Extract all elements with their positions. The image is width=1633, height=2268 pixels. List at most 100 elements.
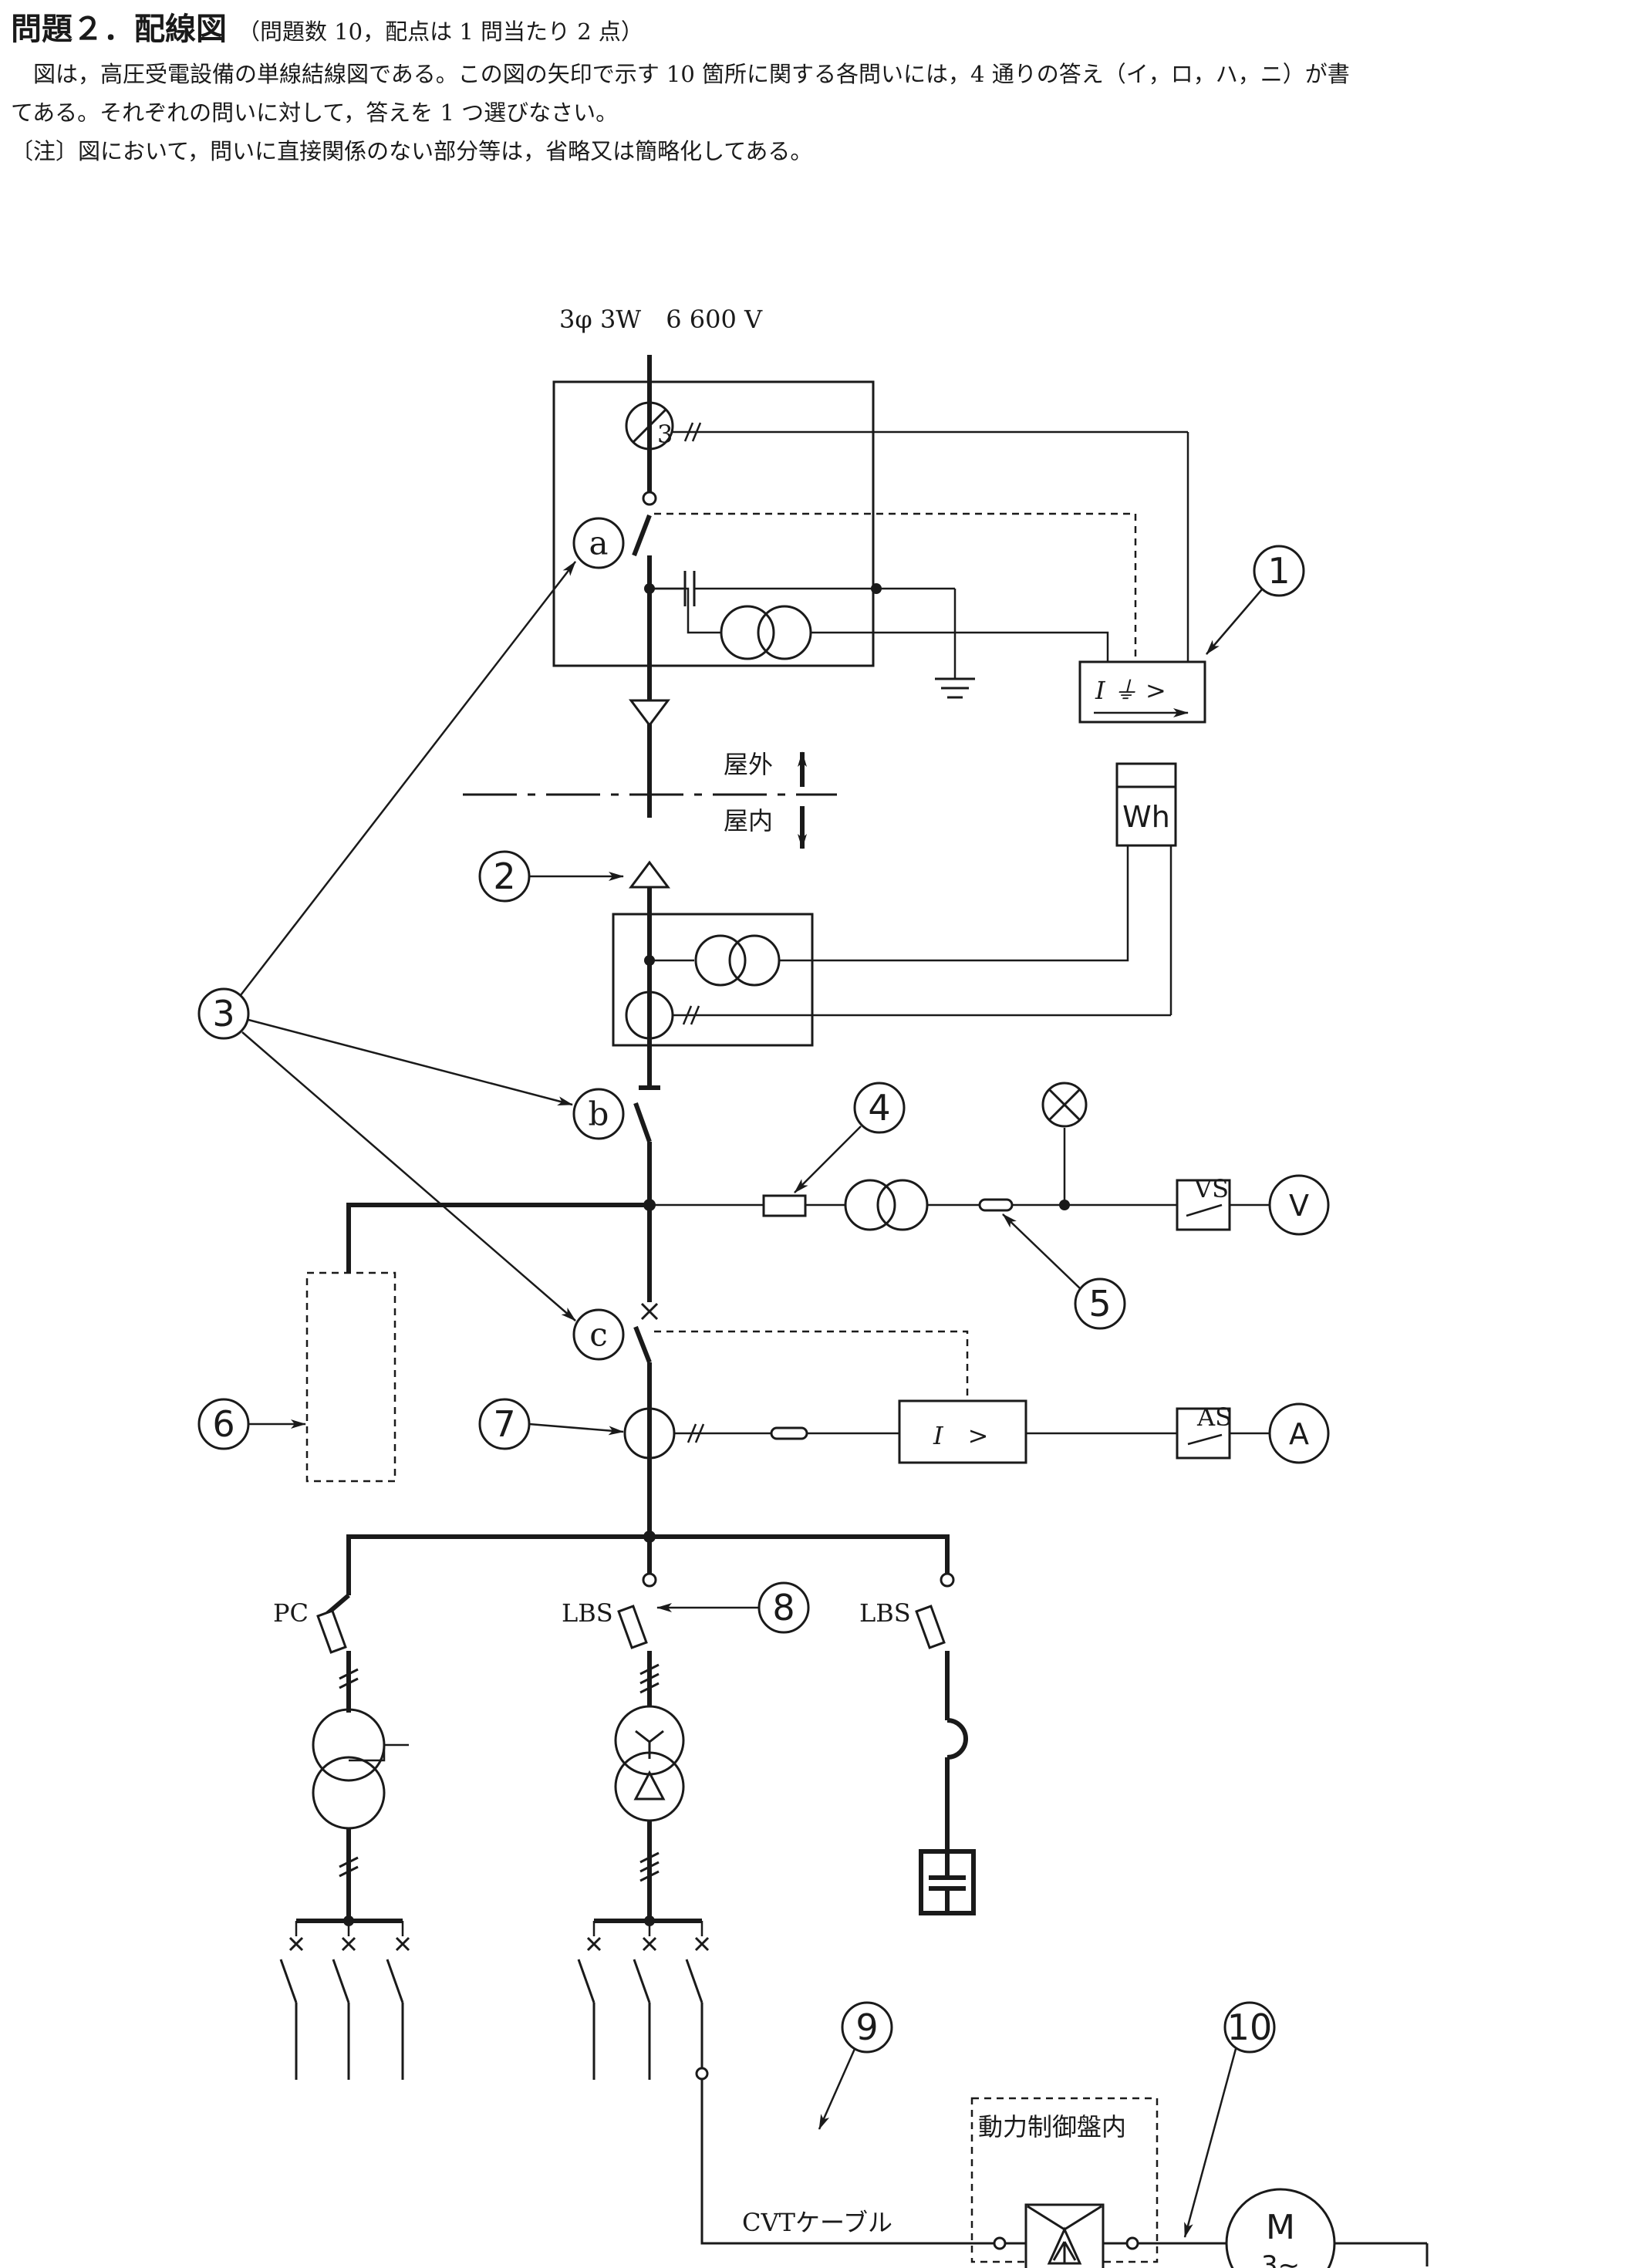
pas-switch-blade: [632, 514, 652, 557]
motor-sub-label: 3∼: [1261, 2250, 1300, 2268]
vs-switch-lever: [1186, 1203, 1223, 1217]
callout-9-arrow: [818, 2048, 856, 2130]
callout-4-circle: [853, 1082, 906, 1134]
lamp-x-2: [1048, 1088, 1081, 1122]
pc-tick-1: [339, 1668, 359, 1680]
ocr-label: I >: [933, 1421, 988, 1450]
letter-a: a: [589, 525, 608, 562]
letter-c-circle: [572, 1308, 625, 1361]
vt-lead-left: [649, 587, 721, 634]
question-title: 問題２．配線図: [11, 12, 227, 47]
vct-vt-coil-2: [728, 934, 781, 987]
pc-tick-2: [339, 1677, 359, 1689]
letter-c: c: [589, 1316, 608, 1354]
tr1-tick-1: [339, 1856, 359, 1868]
lbs2-fuse: [915, 1605, 946, 1649]
branch-lbs2-label: LBS: [859, 1598, 911, 1628]
tr2-coil-delta: [614, 1751, 685, 1822]
ct-tick-2: [694, 1423, 705, 1443]
instruction-line-1: 図は，高圧受電設備の単線結線図である。この図の矢印で示す 10 箇所に関する各問…: [11, 61, 1350, 87]
ct-tick-1: [687, 1423, 697, 1443]
motor-label: M: [1266, 2208, 1295, 2247]
callout-3-arrow-b: [248, 1018, 573, 1106]
callout-2: 2: [493, 856, 515, 897]
callout-8: 8: [772, 1587, 795, 1628]
letter-b: b: [589, 1095, 609, 1133]
lbs2-contact: [940, 1572, 955, 1588]
callout-3-arrow-c: [241, 1031, 576, 1321]
voltmeter: [1268, 1174, 1330, 1236]
pas-contact: [642, 491, 657, 506]
tr1-coil-2: [312, 1756, 386, 1830]
tr1-tick-2: [339, 1865, 359, 1878]
callout-9: 9: [855, 2006, 878, 2048]
callout-1-arrow: [1206, 589, 1263, 655]
vct-box: [612, 913, 814, 1047]
series-reactor: [946, 1718, 968, 1760]
tr2-wye-symbol: [635, 1730, 664, 1759]
callout-10-circle: [1223, 2001, 1276, 2054]
panel-terminal-out: [1125, 2236, 1139, 2250]
branch-pc-label: PC: [273, 1598, 309, 1628]
voltmeter-label: V: [1289, 1189, 1309, 1223]
zct-symbol: [625, 401, 674, 451]
tr1-breakers: [279, 1921, 410, 2080]
title-line: 問題２．配線図 （問題数 10，配点は 1 問当たり 2 点）: [11, 6, 1623, 55]
note-text: 〔注〕図において，問いに直接関係のない部分等は，省略又は簡略化してある。: [11, 138, 813, 164]
lamp-symbol: [1041, 1082, 1088, 1128]
ammeter: [1268, 1402, 1330, 1464]
lbs1-tick-2: [639, 1672, 660, 1685]
tr2-tick-2: [639, 1861, 660, 1873]
callout-4: 4: [868, 1087, 890, 1129]
supply-label: 3φ 3W 6 600 V: [559, 305, 763, 334]
ground-relay-label: I ⏚ >: [1095, 676, 1166, 705]
ocr-box: [898, 1399, 1027, 1464]
callout-3-circle: [197, 987, 250, 1040]
ds-blade: [633, 1102, 652, 1143]
callout-3-arrow-a: [240, 561, 576, 996]
callout-5: 5: [1088, 1283, 1111, 1325]
callout-7-arrow: [528, 1423, 624, 1436]
callout-1-circle: [1253, 545, 1305, 597]
callout-10: 10: [1227, 2006, 1273, 2048]
zct-tick-1: [683, 422, 694, 442]
outdoor-label: 屋外: [724, 750, 773, 779]
la-box: [305, 1271, 396, 1483]
cvt-cable: [700, 2079, 994, 2245]
callout-3: 3: [212, 993, 234, 1034]
lbs1-tick-1: [639, 1663, 660, 1676]
tr2-coil-wye: [614, 1705, 685, 1776]
cvt-terminal-1: [695, 2067, 709, 2081]
zct-tick-2: [691, 422, 702, 442]
lbs1-fuse: [617, 1605, 648, 1649]
wh-meter-box: [1115, 785, 1177, 847]
pf-fuse: [762, 1194, 807, 1217]
letter-a-circle: [572, 517, 625, 569]
control-panel-label: 動力制御盤内: [978, 2112, 1126, 2141]
vt-coil-2: [757, 605, 812, 660]
tr2-delta-symbol: [633, 1770, 666, 1801]
cvt-cable-label: CVTケーブル: [742, 2208, 892, 2237]
zct-slash: [631, 407, 668, 444]
cable-head-upper: [629, 699, 670, 727]
tr1-neutral: [349, 1743, 409, 1762]
as-switch-lever: [1187, 1433, 1223, 1446]
callout-7: 7: [493, 1403, 515, 1445]
ct-fuse: [770, 1426, 808, 1440]
callout-4-arrow: [794, 1126, 862, 1193]
vct-vt-to-wh: [779, 845, 1129, 962]
question-subtitle: （問題数 10，配点は 1 問当たり 2 点）: [238, 19, 643, 45]
wh-meter-top: [1115, 762, 1177, 788]
tr2-tick-3: [639, 1870, 660, 1882]
callout-1: 1: [1267, 550, 1290, 592]
cable-head-lower: [629, 860, 670, 889]
vcb-x-2: [640, 1302, 659, 1321]
vs-switch-label: VS: [1193, 1174, 1229, 1203]
callout-5-circle: [1074, 1277, 1126, 1330]
question-header: 問題２．配線図 （問題数 10，配点は 1 問当たり 2 点） 図は，高圧受電設備…: [11, 6, 1623, 170]
ammeter-label: A: [1289, 1417, 1309, 1451]
tr1-coil-1: [312, 1708, 386, 1782]
vt2-coil-1: [844, 1179, 896, 1231]
lbs1-contact: [642, 1572, 657, 1588]
